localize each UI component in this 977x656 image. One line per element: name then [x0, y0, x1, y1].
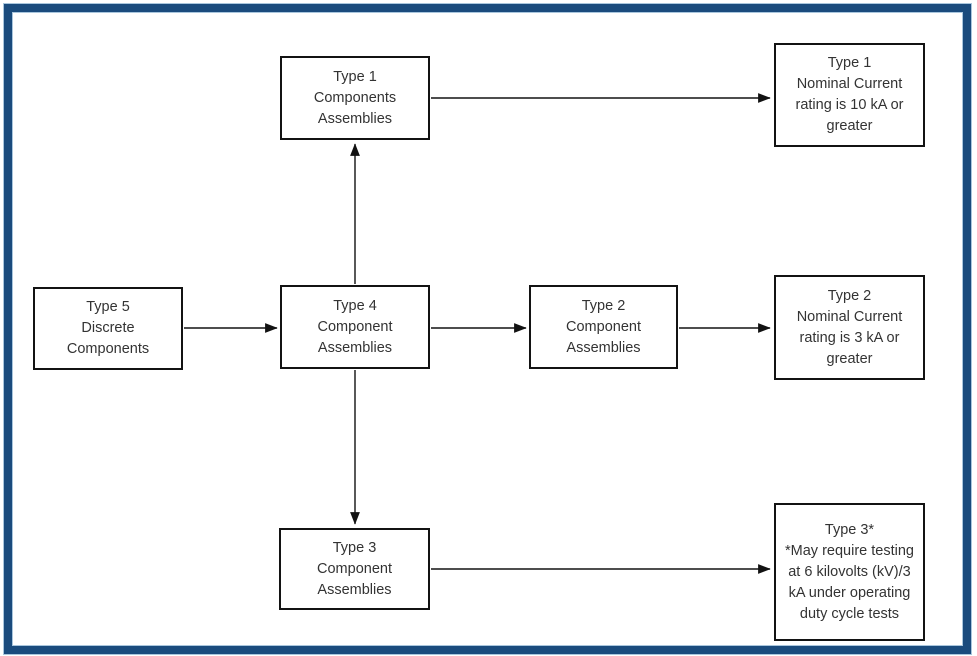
- diagram-border-frame: [4, 4, 971, 654]
- node-type2-component-assemblies: Type 2 Component Assemblies: [529, 285, 678, 369]
- node-label: Type 2 Component Assemblies: [566, 297, 641, 356]
- node-label: Type 2 Nominal Current rating is 3 kA or…: [796, 287, 903, 367]
- node-type1-components-assemblies: Type 1 Components Assemblies: [280, 56, 430, 140]
- node-type3-testing-note: Type 3* *May require testing at 6 kilovo…: [774, 503, 925, 641]
- node-type2-nominal-current: Type 2 Nominal Current rating is 3 kA or…: [774, 275, 925, 380]
- node-label: Type 4 Component Assemblies: [317, 297, 393, 356]
- node-type3-component-assemblies: Type 3 Component Assemblies: [279, 528, 430, 610]
- node-label: Type 3 Component Assemblies: [317, 539, 392, 598]
- node-type5-discrete-components: Type 5 Discrete Components: [33, 287, 183, 370]
- node-label: Type 1 Nominal Current rating is 10 kA o…: [795, 55, 904, 134]
- node-label: Type 3* *May require testing at 6 kilovo…: [785, 521, 914, 622]
- node-type1-nominal-current: Type 1 Nominal Current rating is 10 kA o…: [774, 43, 925, 147]
- node-label: Type 1 Components Assemblies: [313, 68, 397, 127]
- node-label: Type 5 Discrete Components: [66, 299, 150, 357]
- node-type4-component-assemblies: Type 4 Component Assemblies: [280, 285, 430, 369]
